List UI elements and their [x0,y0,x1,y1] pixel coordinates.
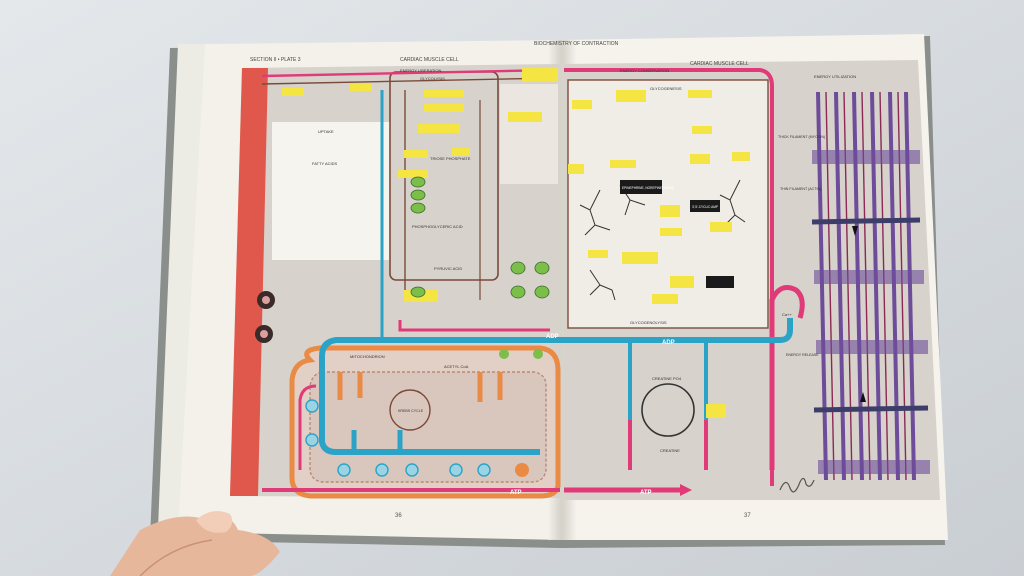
label-acetyl-coa: ACETYL CoA [444,364,469,369]
krebs-cycle-circle [389,389,431,431]
label-creatine: CREATINE [660,448,680,453]
uptake-box [272,122,390,260]
label-phosphoglyceric: PHOSPHOGLYCERIC ACID [412,224,463,229]
label-glycolysis: GLYCOLYSIS [420,76,445,81]
blue-adp-loop [319,337,560,455]
label-glycogenesis: GLYCOGENESIS [650,86,682,91]
right-subtitle-right: ENERGY UTILIZATION [814,74,856,79]
label-ca: Ca++ [782,312,792,317]
label-thick-filament: THICK FILAMENT (MYOSIN) [778,135,825,139]
label-thin-filament: THIN FILAMENT (ACTIN) [780,187,821,191]
electron-chain-bubbles [305,399,491,477]
cyclic-amp-box [690,200,720,212]
label-energy-release: ENERGY RELEASE [786,353,819,357]
sarcomere-filaments [811,91,930,481]
epinephrine-box [620,180,662,194]
left-page-number: 36 [395,513,402,519]
blue-adp-line-right [560,318,793,343]
cristae [337,372,503,402]
label-cyclic-amp: 3',5'-CYCLIC AMP [692,205,718,209]
right-plate-title: CARDIAC MUSCLE CELL [690,61,749,67]
label-mitochondrion: MITOCHONDRION [350,354,385,359]
pink-loop-upper [398,320,550,332]
hand [110,511,280,576]
pink-loop-right [564,68,774,486]
green-nodes-mito [499,349,543,359]
label-pyruvic: PYRUVIC ACID [434,266,462,271]
left-plate: SECTION II • PLATE 3 CARDIAC MUSCLE CELL… [230,57,561,519]
label-adp-left: ADP [546,334,559,340]
pink-line-top [261,68,557,78]
artist-signature [779,477,815,493]
label-adp-right: ADP [662,340,675,346]
label-glycogenolysis: GLYCOGENOLYSIS [630,320,667,325]
left-plate-title: CARDIAC MUSCLE CELL [400,57,459,63]
orange-node [515,463,529,477]
label-atp-left: ATP [510,490,522,496]
brown-line-top [261,77,557,85]
label-creatine-po4: CREATINE PO4 [652,376,682,381]
label-fatty-acids: FATTY ACIDS [312,161,338,166]
right-page-number: 37 [744,513,751,519]
membrane-pumps [255,291,275,343]
page-stack-left [158,44,210,530]
creatine-cycle [641,383,695,437]
label-epinephrine: EPINEPHRINE, NOREPINEPHRINE [622,186,674,190]
glycogen-box [567,79,769,329]
label-krebs: KREBS CYCLE [398,409,424,413]
left-subtitle: ENERGY LIBERATION [400,68,442,73]
label-uptake: UPTAKE [318,129,334,134]
right-subtitle-left: ENERGY CONSERVATION [620,68,669,73]
right-running-head: BIOCHEMISTRY OF CONTRACTION [534,41,619,47]
active-box [706,276,734,288]
right-plate: BIOCHEMISTRY OF CONTRACTION CARDIAC MUSC… [534,41,940,519]
label-atp-right: ATP [640,490,652,496]
pentose-area [500,84,558,184]
green-nodes-left [410,176,550,299]
enzyme-tags-right [568,90,750,418]
left-running-head: SECTION II • PLATE 3 [250,57,301,63]
cell-membrane-band [230,68,268,496]
label-triose: TRIOSE PHOSPHATE [430,156,471,161]
